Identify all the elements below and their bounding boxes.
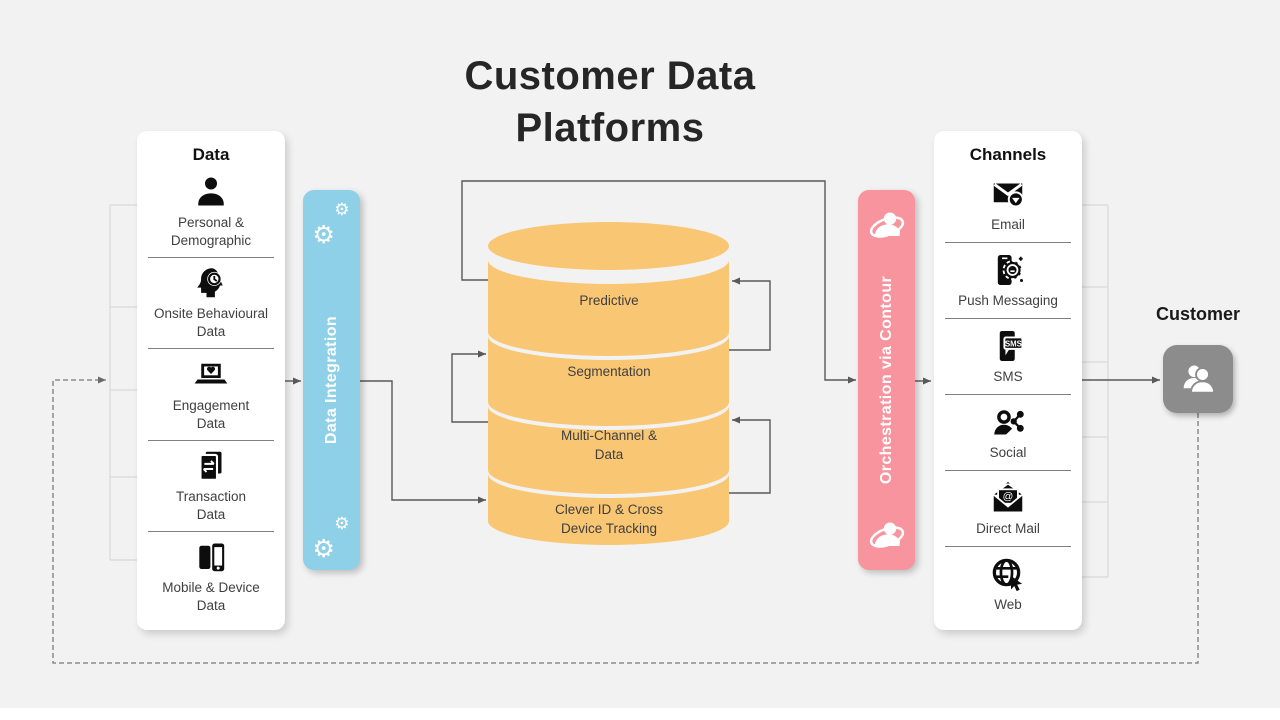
list-item-sms: SMS SMS: [934, 319, 1082, 394]
list-item-mobile-device: Mobile & Device Data: [137, 532, 285, 622]
list-item-label: Transaction Data: [175, 488, 247, 522]
list-item-label: Onsite Behavioural Data: [153, 306, 269, 340]
customer-group-icon: [1183, 365, 1216, 394]
data-integration-bar: ⚙⚙ Data Integration ⚙⚙: [303, 190, 360, 570]
list-item-onsite-behavioural: Onsite Behavioural Data: [137, 258, 285, 348]
divider: [148, 257, 274, 259]
customer-node: [1163, 345, 1233, 413]
arrow-db-to-orchestration: [461, 180, 856, 384]
orbit-person-icon: [858, 206, 915, 246]
behavioural-head-icon: [193, 265, 229, 301]
channels-panel: Channels Email: [934, 131, 1082, 630]
list-item-label: Email: [991, 216, 1025, 232]
cylinder-top: [488, 222, 729, 270]
data-panel-items: Personal & Demographic Onsite Behavioura…: [137, 167, 285, 622]
database-cylinder: [488, 222, 729, 545]
list-item-label: Personal & Demographic: [170, 215, 252, 249]
list-item-label: SMS: [993, 368, 1023, 384]
orbit-person-icon: [858, 516, 915, 556]
list-item-email: Email: [934, 167, 1082, 242]
social-icon: [990, 404, 1026, 440]
list-item-label: Social: [989, 444, 1027, 460]
web-icon: [990, 556, 1026, 592]
orchestration-bar: Orchestration via Contour: [858, 190, 915, 570]
divider: [945, 242, 1071, 243]
divider: [945, 318, 1071, 319]
arrow-integration-to-db: [360, 380, 486, 504]
engagement-laptop-icon: [193, 357, 229, 393]
list-item-push-messaging: Push Messaging: [934, 243, 1082, 318]
bottom-strip: [0, 708, 1280, 720]
person-icon: [193, 174, 229, 210]
list-item-transaction: Transaction Data: [137, 441, 285, 531]
list-item-web: Web: [934, 547, 1082, 622]
transaction-docs-icon: [193, 448, 229, 484]
mobile-device-icon: [193, 539, 229, 575]
customer-label: Customer: [1155, 304, 1240, 324]
list-item-label: Direct Mail: [976, 520, 1040, 536]
orchestration-label: Orchestration via Contour: [877, 275, 895, 485]
db-layer-predictive: Predictive: [579, 293, 639, 308]
list-item-label: Web: [994, 596, 1022, 612]
data-panel-header: Data: [192, 145, 230, 164]
arrow-db-right-loop-top: [729, 277, 771, 351]
data-integration-label: Data Integration: [322, 315, 340, 445]
channels-bracket: [1082, 204, 1109, 578]
db-layer-cleverid: Clever ID & Cross Device Tracking: [554, 502, 664, 536]
divider: [148, 348, 274, 350]
channels-panel-items: Email Push Messaging: [934, 167, 1082, 622]
cylinder-band-segmentation: [488, 336, 729, 426]
list-item-label: Engagement Data: [172, 397, 250, 431]
sms-icon: SMS: [990, 328, 1026, 364]
channels-panel-header: Channels: [969, 145, 1047, 164]
push-messaging-icon: [990, 252, 1026, 288]
list-item-label: Mobile & Device Data: [162, 579, 260, 613]
db-layer-multichannel: Multi-Channel & Data: [560, 428, 658, 462]
list-item-personal-demographic: Personal & Demographic: [137, 167, 285, 257]
list-item-label: Push Messaging: [958, 292, 1058, 308]
list-item-social: Social: [934, 395, 1082, 470]
arrow-db-right-loop-bottom: [729, 416, 771, 494]
data-panel: Data Personal & Demographic: [137, 131, 285, 630]
svg-text:SMS: SMS: [1005, 339, 1022, 348]
data-bracket: [109, 204, 137, 561]
diagram-title: Customer Data Platforms: [464, 54, 756, 150]
email-icon: [990, 176, 1026, 212]
gears-icon: ⚙⚙: [312, 200, 350, 249]
svg-text:@: @: [1003, 490, 1014, 502]
arrow-db-left-loop: [451, 350, 489, 423]
gears-icon: ⚙⚙: [312, 514, 350, 563]
db-layer-segmentation: Segmentation: [567, 364, 651, 379]
list-item-engagement: Engagement Data: [137, 349, 285, 439]
direct-mail-icon: @: [990, 480, 1026, 516]
list-item-direct-mail: @ Direct Mail: [934, 471, 1082, 546]
